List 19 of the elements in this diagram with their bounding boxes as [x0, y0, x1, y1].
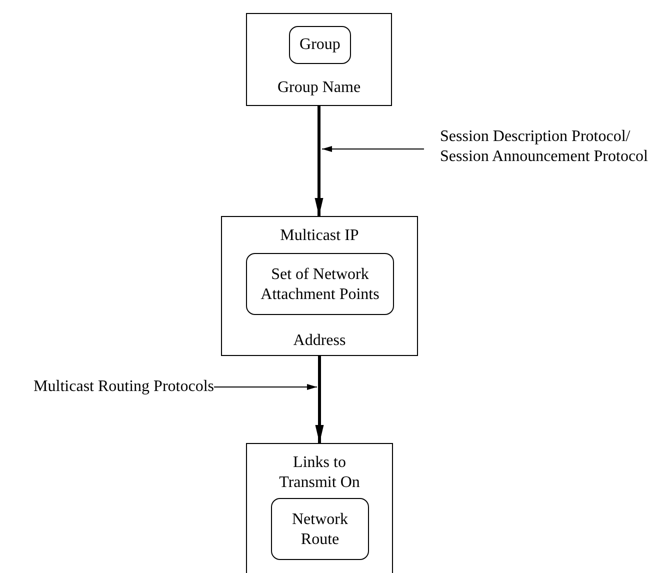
rounded-box [289, 26, 351, 64]
process-box [221, 216, 418, 356]
annotation-text: Multicast Routing Protocols [4, 377, 214, 397]
process-box [246, 443, 393, 573]
box-label: Network Route [291, 510, 349, 550]
box-label: Set of Network Attachment Points [260, 265, 380, 305]
arrow [314, 106, 324, 216]
box-label: Group [298, 35, 342, 55]
rounded-box [246, 253, 394, 315]
process-box [246, 13, 392, 106]
box-label: Links to Transmit On [278, 453, 361, 493]
rounded-box [271, 498, 369, 560]
box-label: Multicast IP [279, 226, 360, 246]
arrow [315, 356, 324, 443]
box-label: Group Name [276, 78, 362, 98]
annotation-text: Session Description Protocol/ Session Announcement Protocol [424, 127, 664, 167]
box-label: Address [292, 331, 347, 351]
leader-arrow [322, 146, 424, 152]
leader-arrow [214, 384, 318, 390]
